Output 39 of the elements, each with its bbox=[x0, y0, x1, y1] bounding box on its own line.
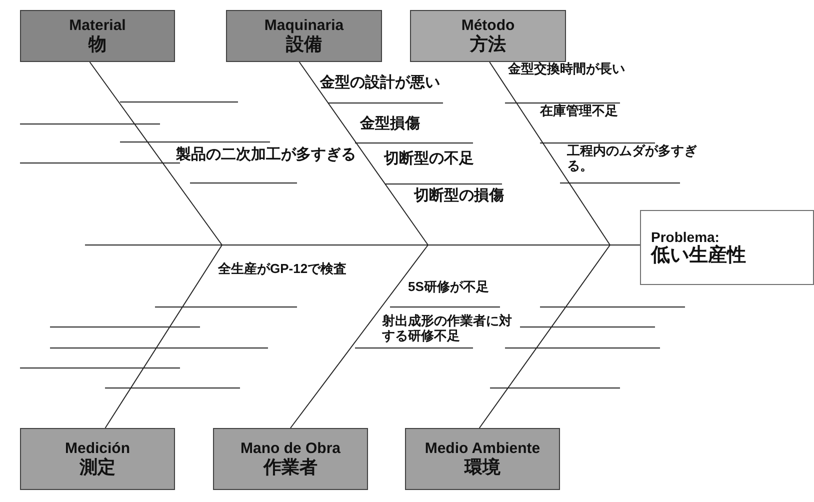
cause-label: 射出成形の作業者に対する研修不足 bbox=[382, 314, 513, 344]
category-name: Medio Ambiente bbox=[424, 440, 540, 458]
bone-line bbox=[290, 244, 428, 428]
category-name-japanese: 物 bbox=[88, 34, 106, 55]
cause-label: 工程内のムダが多すぎる。 bbox=[567, 144, 698, 174]
cause-label: 切断型の損傷 bbox=[414, 187, 504, 204]
cause-label: 5S研修が不足 bbox=[408, 280, 489, 295]
category-name-japanese: 環境 bbox=[464, 457, 500, 478]
spine-line bbox=[84, 244, 640, 246]
category-box bbox=[226, 10, 382, 62]
category-box bbox=[20, 10, 175, 62]
category-name-japanese: 測定 bbox=[80, 457, 116, 478]
problem-heading: Problema: bbox=[651, 228, 720, 245]
cause-label: 金型交換時間が長い bbox=[508, 62, 625, 77]
category-name: Método bbox=[461, 17, 515, 34]
category-box bbox=[213, 428, 368, 490]
cause-label: 在庫管理不足 bbox=[540, 104, 618, 119]
category-name-japanese: 方法 bbox=[470, 34, 506, 55]
problem-box bbox=[640, 210, 814, 285]
cause-label: 金型損傷 bbox=[360, 115, 420, 132]
category-box bbox=[405, 428, 560, 490]
category-name: Mano de Obra bbox=[240, 440, 340, 458]
category-name-japanese: 作業者 bbox=[264, 457, 318, 478]
problem-text: 低い生産性 bbox=[651, 244, 746, 266]
category-name-japanese: 設備 bbox=[286, 34, 322, 55]
category-name: Maquinaria bbox=[264, 17, 344, 34]
cause-label: 製品の二次加工が多すぎる bbox=[176, 146, 357, 164]
bone-line bbox=[89, 62, 222, 246]
cause-label: 金型の設計が悪い bbox=[320, 74, 440, 92]
category-box bbox=[20, 428, 175, 490]
bone-line bbox=[298, 62, 428, 246]
category-name: Medición bbox=[64, 440, 130, 458]
bone-line bbox=[478, 244, 610, 428]
cause-label: 全生産がGP-12で検査 bbox=[218, 262, 347, 277]
bone-line bbox=[104, 244, 222, 428]
bone-line bbox=[489, 62, 610, 246]
cause-label: 切断型の不足 bbox=[384, 150, 474, 168]
category-box bbox=[410, 10, 566, 62]
category-name: Material bbox=[69, 17, 126, 34]
